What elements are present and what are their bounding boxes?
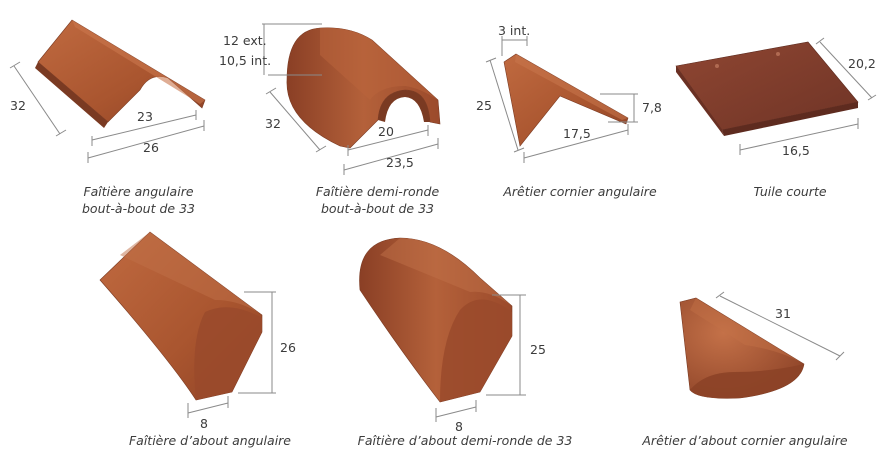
caption-faitiere-angulaire: Faîtière angulaire bout-à-bout de 33 [66, 183, 211, 217]
aretier-cornier-dimensions: 3 int. 25 7,8 17,5 [476, 23, 662, 163]
tuile-courte-dimensions: 20,2 16,5 [739, 37, 877, 158]
dim-length: 31 [775, 306, 791, 321]
caption-line1: Faîtière angulaire [83, 184, 194, 199]
caption-aretier-cornier: Arêtier cornier angulaire [490, 183, 670, 200]
faitiere-about-demi-ronde-illustration [359, 237, 513, 403]
dim-outer: 26 [143, 140, 159, 155]
caption-line1: Faîtière demi-ronde [315, 184, 440, 199]
caption-tuile-courte: Tuile courte [730, 183, 850, 200]
dim-ext: 12 ext. [223, 33, 267, 48]
caption-line1: Faîtière d’about angulaire [128, 433, 291, 448]
dim-length: 25 [476, 98, 492, 113]
dim-width: 16,5 [782, 143, 810, 158]
caption-faitiere-demi-ronde: Faîtière demi-ronde bout-à-bout de 33 [305, 183, 450, 217]
dim-depth: 20,2 [848, 56, 876, 71]
faitiere-about-angulaire-dimensions: 26 8 [187, 291, 296, 431]
faitiere-demi-ronde-dimensions: 12 ext. 10,5 int. 32 20 23,5 [219, 23, 439, 175]
dim-inner: 20 [378, 124, 394, 139]
faitiere-angulaire-dimensions: 32 23 26 [9, 61, 205, 163]
faitiere-about-angulaire-illustration [99, 231, 263, 401]
dim-inner: 23 [137, 109, 153, 124]
aretier-about-dimensions: 31 [715, 291, 845, 361]
faitiere-angulaire-illustration [35, 19, 206, 128]
dim-outer: 23,5 [386, 155, 414, 170]
caption-aretier-about: Arêtier d’about cornier angulaire [630, 432, 860, 449]
dim-base: 8 [200, 416, 208, 431]
faitiere-demi-ronde-illustration [286, 27, 441, 149]
dim-height: 25 [530, 342, 546, 357]
dim-top: 3 int. [498, 23, 530, 38]
caption-faitiere-about-demi-ronde: Faîtière d’about demi-ronde de 33 [345, 432, 585, 449]
caption-line1: Arêtier cornier angulaire [503, 184, 657, 199]
dim-height: 26 [280, 340, 296, 355]
dim-base: 8 [455, 419, 463, 434]
dim-int: 10,5 int. [219, 53, 271, 68]
caption-line1: Faîtière d’about demi-ronde de 33 [357, 433, 573, 448]
dim-width: 17,5 [563, 126, 591, 141]
caption-line2: bout-à-bout de 33 [321, 201, 434, 216]
faitiere-about-demi-ronde-dimensions: 25 8 [435, 294, 546, 434]
caption-line1: Tuile courte [753, 184, 827, 199]
dim-length: 32 [265, 116, 281, 131]
caption-line2: bout-à-bout de 33 [82, 201, 195, 216]
dim-length: 32 [10, 98, 26, 113]
caption-faitiere-about-angulaire: Faîtière d’about angulaire [115, 432, 305, 449]
dim-height: 7,8 [642, 100, 662, 115]
caption-line1: Arêtier d’about cornier angulaire [642, 433, 848, 448]
aretier-about-illustration [679, 297, 805, 399]
tuile-courte-illustration [675, 41, 859, 136]
aretier-cornier-illustration [503, 53, 629, 147]
